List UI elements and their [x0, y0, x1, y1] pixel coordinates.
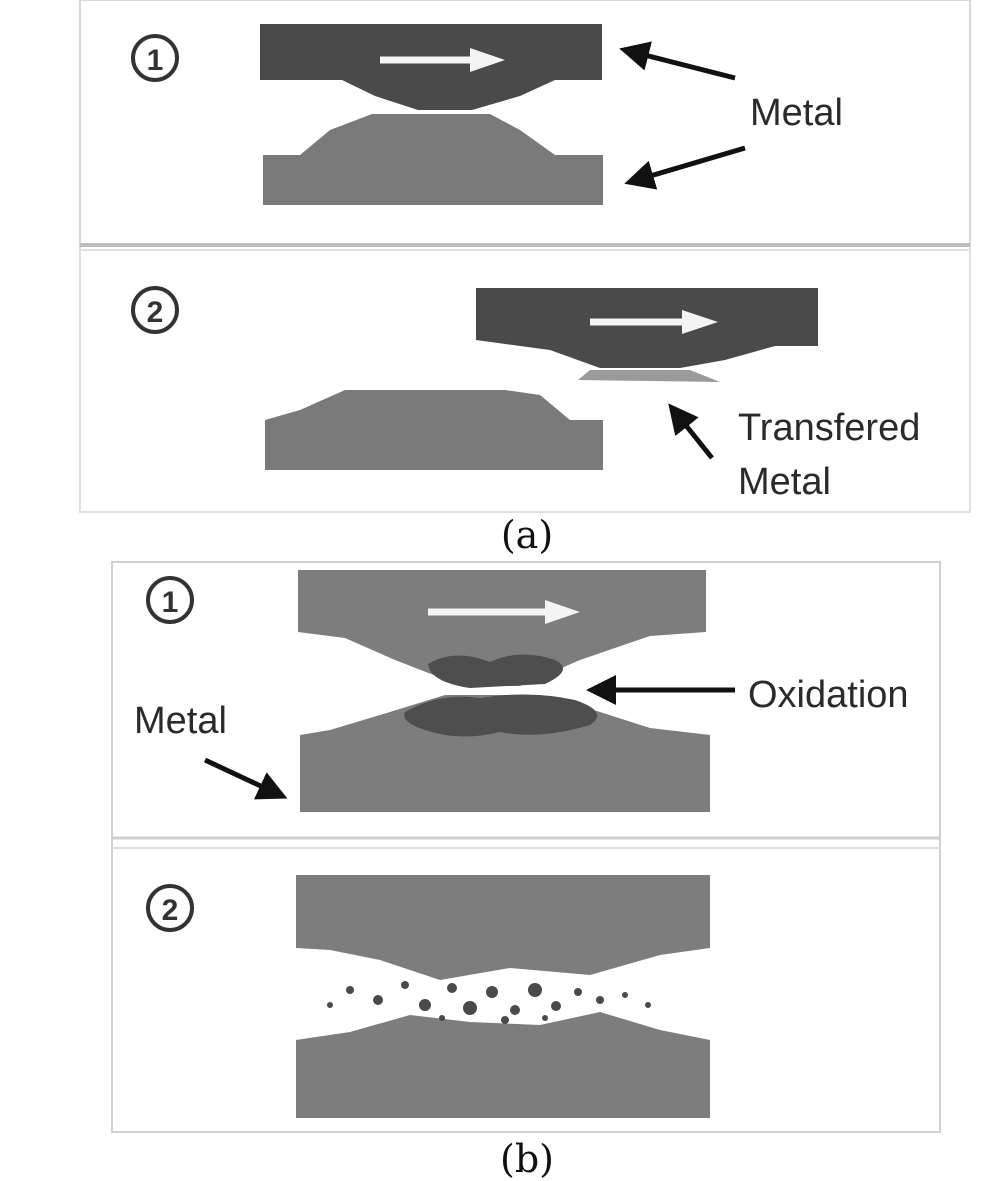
- upper-metal-block: [476, 288, 818, 368]
- metal-arrow-upper: [619, 41, 736, 81]
- motion-arrow-icon: [545, 600, 580, 624]
- transferred-metal-fragment: [578, 370, 720, 382]
- lower-metal-block: [296, 1012, 710, 1118]
- lower-metal-block: [300, 695, 710, 812]
- metal-arrow: [203, 757, 288, 800]
- step-number-circle: [131, 34, 179, 82]
- metal-label: Metal: [134, 700, 227, 742]
- panel-b-step1: 1 Oxidation Metal: [134, 570, 909, 812]
- step-number: 1: [147, 44, 164, 77]
- panel-b: 1 Oxidation Metal 2: [111, 561, 941, 1181]
- metal-label: Metal: [750, 92, 843, 134]
- panel-a-frame-bottom: [79, 249, 971, 513]
- upper-metal-block: [260, 24, 602, 110]
- panel-a-step2: 2 Transfered Metal: [131, 286, 920, 503]
- upper-oxide-layer: [428, 654, 563, 688]
- transferred-label-line1: Transfered: [738, 407, 920, 449]
- panel-b-step2: 2: [146, 875, 710, 1118]
- panel-a: 1 Metal 2 Transfered Metal (a): [79, 0, 971, 557]
- step-number: 2: [162, 894, 179, 927]
- wear-debris-particles: [327, 981, 651, 1024]
- step-number: 2: [147, 296, 164, 329]
- motion-arrow-icon: [682, 310, 718, 334]
- upper-metal-block: [298, 570, 706, 686]
- lower-oxide-layer: [404, 694, 598, 737]
- transferred-label-line2: Metal: [738, 461, 831, 503]
- transferred-metal-arrow: [668, 403, 714, 460]
- metal-arrow-lower: [624, 145, 746, 190]
- oxidation-label: Oxidation: [748, 674, 909, 716]
- panel-a-step1: 1 Metal: [131, 24, 843, 205]
- lower-metal-block: [265, 390, 603, 470]
- upper-metal-block: [296, 875, 710, 980]
- step-number-circle: [146, 576, 194, 624]
- panel-a-caption: (a): [501, 513, 553, 557]
- step-number: 1: [162, 586, 179, 619]
- step-number-circle: [146, 884, 194, 932]
- lower-metal-block: [263, 114, 603, 205]
- motion-arrow-icon: [470, 48, 505, 72]
- step-number-circle: [131, 286, 179, 334]
- panel-b-caption: (b): [500, 1137, 554, 1181]
